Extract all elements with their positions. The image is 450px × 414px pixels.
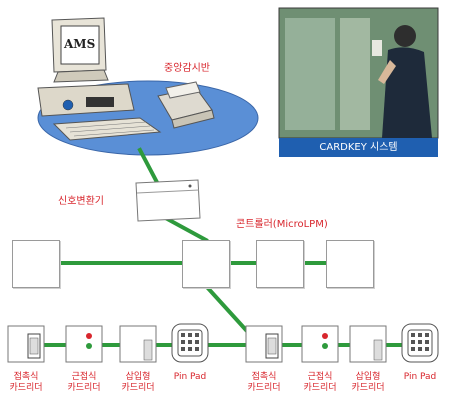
central-monitor-label: 중앙감시반 — [164, 63, 210, 74]
printer — [157, 81, 215, 129]
insertion-reader-1 — [119, 325, 157, 363]
reader-label: 삽입형 카드리더 — [351, 372, 385, 393]
reader-group-2 — [245, 323, 439, 363]
proximity-reader-1 — [65, 325, 103, 363]
ams-label: AMS — [64, 37, 96, 51]
cardkey-system-banner: CARDKEY 시스템 — [279, 138, 438, 157]
reader-label: 접촉식 카드리더 — [247, 372, 281, 393]
pin-pad-2 — [401, 323, 439, 363]
ams-computer — [37, 17, 162, 141]
reader-label: Pin Pad — [173, 372, 207, 382]
pin-pad-1 — [171, 323, 209, 363]
reader-label: 삽입형 카드리더 — [121, 372, 155, 393]
insertion-reader-2 — [349, 325, 387, 363]
reader-label: Pin Pad — [403, 372, 437, 382]
controller-box-1 — [12, 240, 60, 288]
signal-converter-device — [135, 179, 201, 222]
reader-label: 근접식 카드리더 — [67, 372, 101, 393]
reader-group-1 — [7, 323, 209, 363]
reader-label: 근접식 카드리더 — [303, 372, 337, 393]
controller-box-3 — [256, 240, 304, 288]
controller-box-2 — [182, 240, 230, 288]
signal-converter-label: 신호변환기 — [58, 196, 104, 207]
reader-label: 접촉식 카드리더 — [9, 372, 43, 393]
controller-box-4 — [326, 240, 374, 288]
controller-label: 콘트롤러(MicroLPM) — [236, 219, 328, 230]
line-controller-down — [203, 283, 249, 333]
cardkey-photo — [278, 7, 439, 139]
contact-reader-1 — [7, 325, 45, 363]
contact-reader-2 — [245, 325, 283, 363]
proximity-reader-2 — [301, 325, 339, 363]
